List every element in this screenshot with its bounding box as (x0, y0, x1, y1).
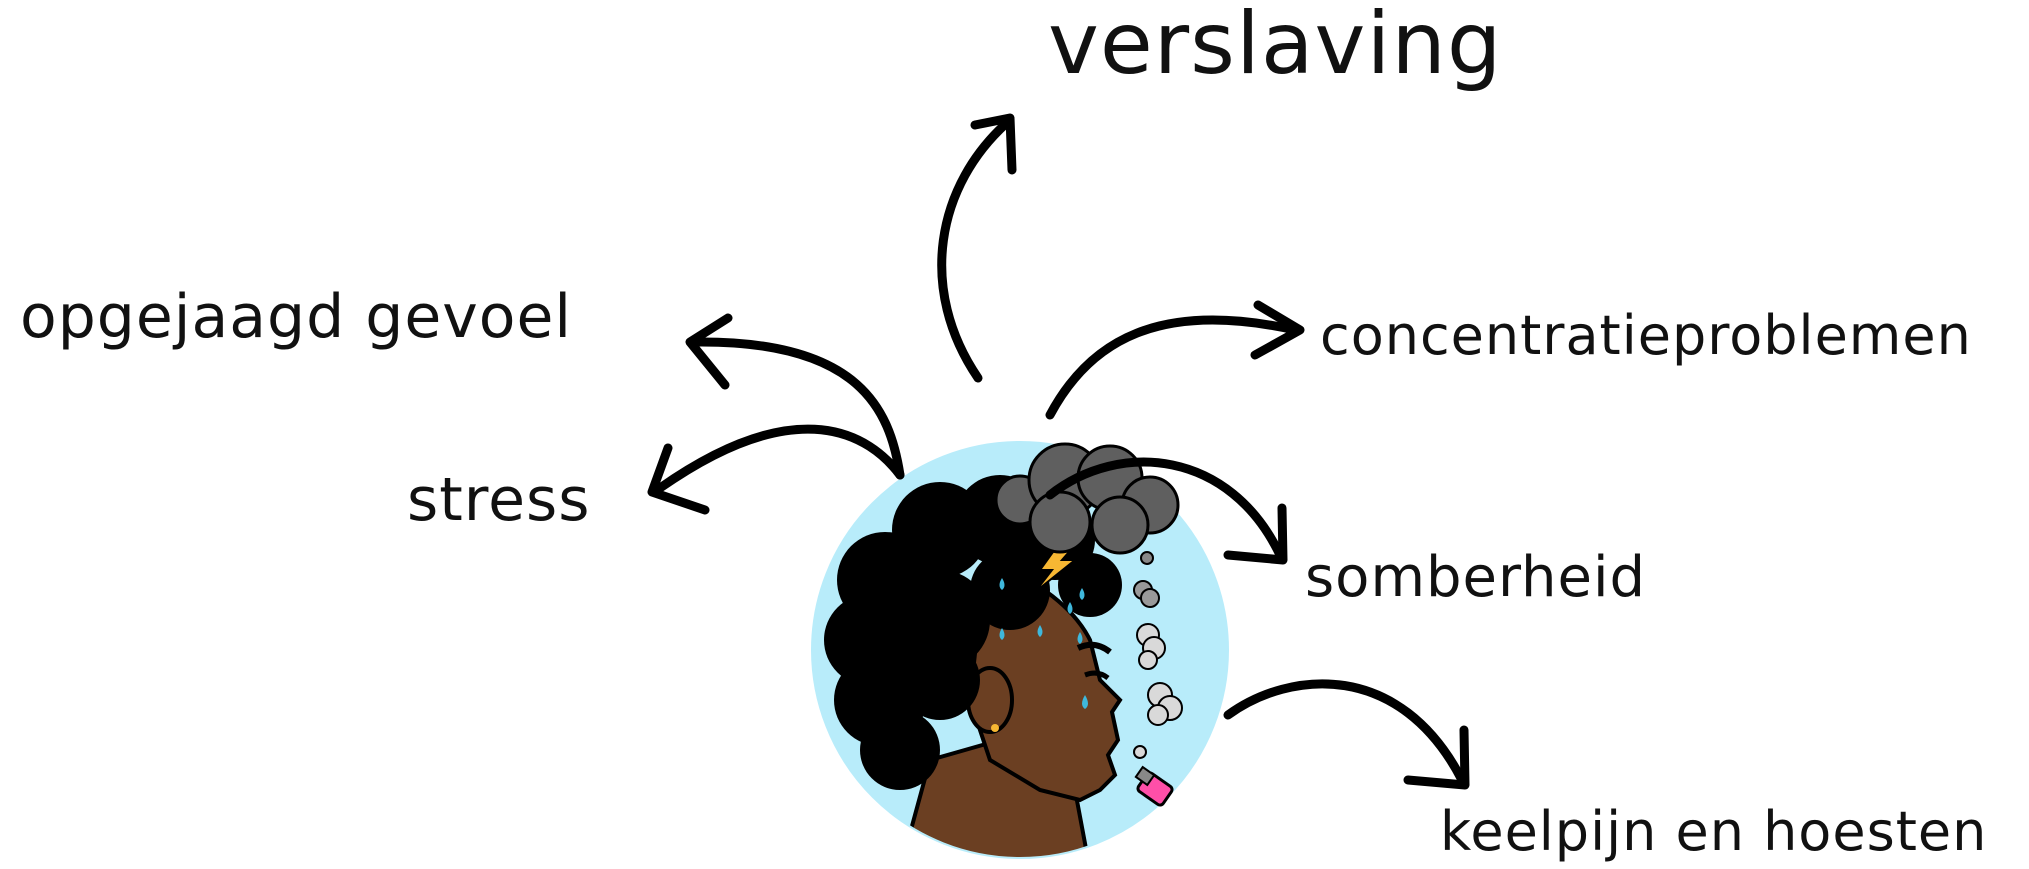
arrow-to-opgejaagd (690, 337, 905, 480)
arrows (647, 113, 1470, 790)
person-illustration (811, 441, 1229, 859)
arrowhead-opgejaagd (685, 313, 733, 390)
arrow-to-concentratie (1045, 315, 1300, 420)
arrowhead-stress (647, 443, 710, 515)
eyebrow (1076, 641, 1112, 655)
arrowhead-keelpijn (1403, 725, 1470, 790)
arrow-to-somberheid (1045, 457, 1285, 560)
arrow-to-keelpijn (1223, 679, 1467, 785)
sweat-drop-icon (999, 578, 1088, 709)
label-keelpijn-en-hoesten: keelpijn en hoesten (1440, 800, 1988, 863)
earring (991, 724, 999, 732)
label-concentratieproblemen: concentratieproblemen (1320, 304, 1972, 367)
label-somberheid: somberheid (1305, 545, 1647, 610)
arrowhead-somberheid (1223, 503, 1288, 565)
vape-icon (1134, 765, 1174, 807)
label-opgejaagd-gevoel: opgejaagd gevoel (20, 282, 573, 352)
eye (1084, 670, 1110, 681)
smoke-icon (1133, 551, 1183, 759)
arrow-to-verslaving (937, 115, 1015, 383)
arrow-head-concentratie (1250, 300, 1305, 360)
label-verslaving: verslaving (1048, 0, 1503, 94)
arrowhead-verslaving (970, 113, 1017, 175)
arrow-to-stress (655, 424, 905, 493)
label-stress: stress (407, 465, 591, 535)
